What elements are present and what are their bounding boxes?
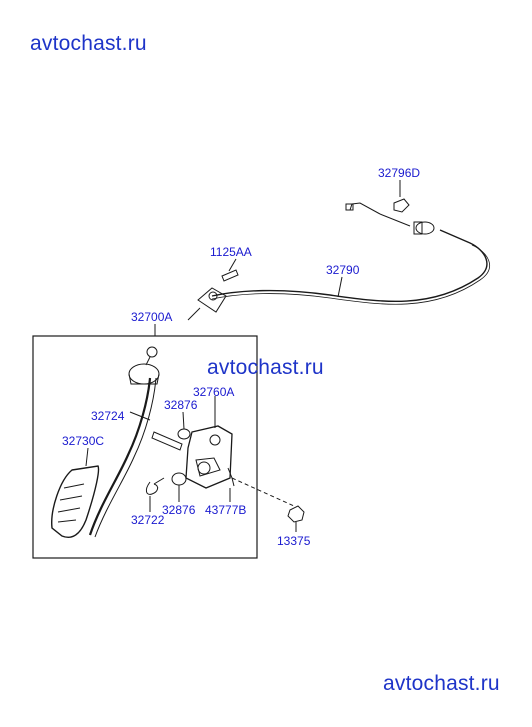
dashed-leader-13375 <box>231 477 295 507</box>
label-32722: 32722 <box>131 513 165 527</box>
label-32760A: 32760A <box>193 385 235 399</box>
label-32700A: 32700A <box>131 310 173 324</box>
label-43777B: 43777B <box>205 503 247 517</box>
label-32724: 32724 <box>91 409 125 423</box>
leader-32730C <box>85 447 89 467</box>
label-32796D: 32796D <box>378 166 421 180</box>
nut-13375 <box>287 505 305 523</box>
label-32876-top: 32876 <box>164 398 198 412</box>
cable-bracket <box>197 287 227 313</box>
label-32876-bot: 32876 <box>162 503 196 517</box>
leader-32876-top <box>182 411 185 430</box>
spring-32722 <box>145 477 165 495</box>
pedal-arm <box>88 377 152 536</box>
leader-32790 <box>337 276 343 298</box>
pin-43777B <box>227 467 235 487</box>
leader-32724 <box>129 411 151 421</box>
watermark-top: avtochast.ru <box>30 32 147 55</box>
bushing-32876-top <box>177 428 191 440</box>
bolt-1125AA <box>221 269 239 282</box>
pedal-pad-32730C <box>51 465 100 538</box>
label-32790: 32790 <box>326 263 360 277</box>
cable-32790 <box>211 229 488 303</box>
label-32730C: 32730C <box>62 434 105 448</box>
label-13375: 13375 <box>277 534 311 548</box>
bushing-32876-bot <box>171 472 187 486</box>
watermark-center: avtochast.ru <box>207 356 324 379</box>
bracket-32760A <box>185 425 233 489</box>
watermark-bottom: avtochast.ru <box>383 672 500 695</box>
pedal-top-block <box>128 363 160 385</box>
cable-grommet <box>415 221 435 235</box>
clip-32796D <box>393 198 410 213</box>
label-1125AA: 1125AA <box>210 245 252 259</box>
assembly-box <box>32 335 258 559</box>
